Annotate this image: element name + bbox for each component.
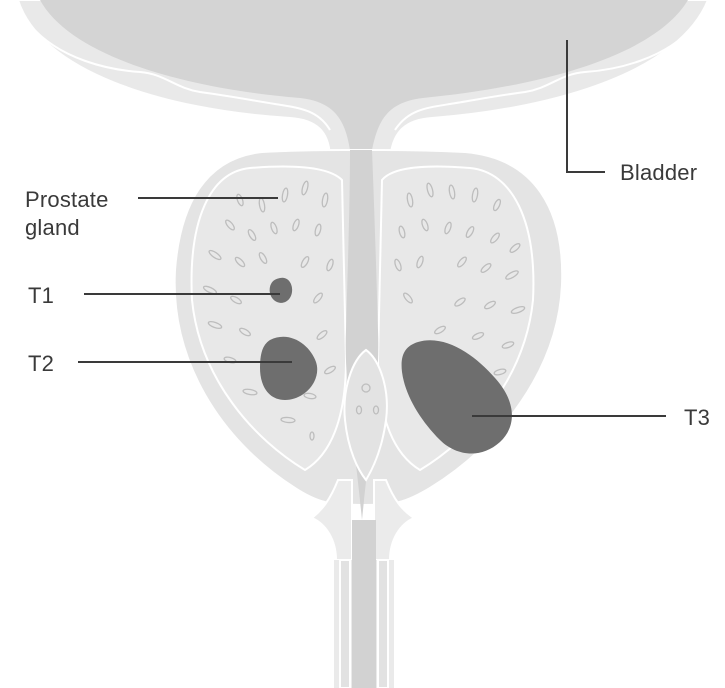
t1-label: T1 bbox=[28, 283, 54, 308]
prostate-gland-label-line2: gland bbox=[25, 215, 80, 240]
urethra-wall bbox=[340, 560, 350, 688]
t3-label: T3 bbox=[684, 405, 710, 430]
urethra-lumen bbox=[352, 520, 376, 688]
t2-label: T2 bbox=[28, 351, 54, 376]
bladder-label: Bladder bbox=[620, 160, 697, 185]
prostate-gland-label-line1: Prostate bbox=[25, 187, 109, 212]
tumour-t1 bbox=[270, 278, 292, 303]
urethra-wall bbox=[378, 560, 388, 688]
prostate-left-lobe bbox=[192, 167, 346, 471]
